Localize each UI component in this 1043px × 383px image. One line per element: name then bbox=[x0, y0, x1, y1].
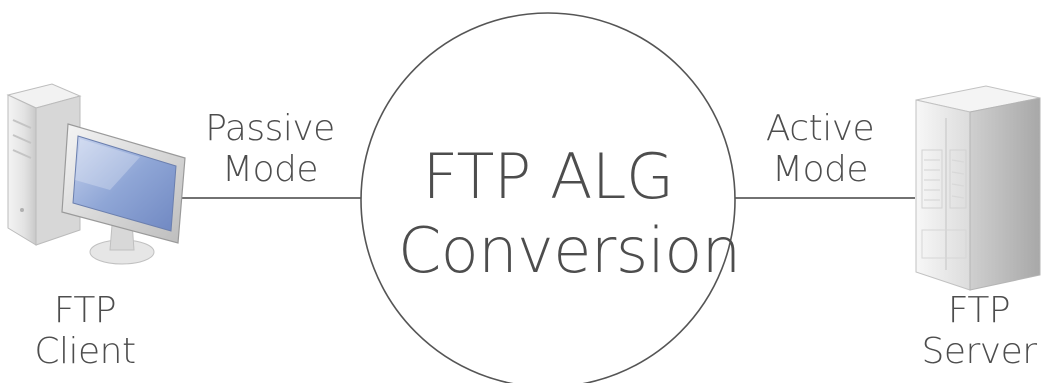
ftp-server-line2: Server bbox=[921, 331, 1037, 373]
ftp-client-line1: FTP bbox=[53, 290, 117, 331]
alg-conversion-circle bbox=[360, 12, 736, 383]
center-label-line2: Conversion bbox=[398, 214, 741, 288]
center-conversion-label: FTP ALG Conversion bbox=[398, 140, 741, 289]
ftp-server-line1: FTP bbox=[947, 290, 1011, 331]
center-label-line1: FTP ALG bbox=[422, 140, 674, 213]
passive-mode-line1: Passive bbox=[205, 108, 335, 149]
ftp-client-label: FTP Client bbox=[20, 290, 150, 373]
ftp-server-label: FTP Server bbox=[918, 290, 1040, 373]
active-mode-label: Active Mode bbox=[755, 108, 885, 191]
server-tower-icon bbox=[915, 85, 1041, 291]
active-mode-line1: Active bbox=[765, 108, 875, 149]
passive-mode-line2: Mode bbox=[221, 149, 319, 191]
active-mode-line2: Mode bbox=[771, 149, 869, 191]
ftp-client-line2: Client bbox=[34, 331, 136, 373]
desktop-computer-icon bbox=[6, 83, 186, 265]
passive-mode-label: Passive Mode bbox=[200, 108, 340, 191]
